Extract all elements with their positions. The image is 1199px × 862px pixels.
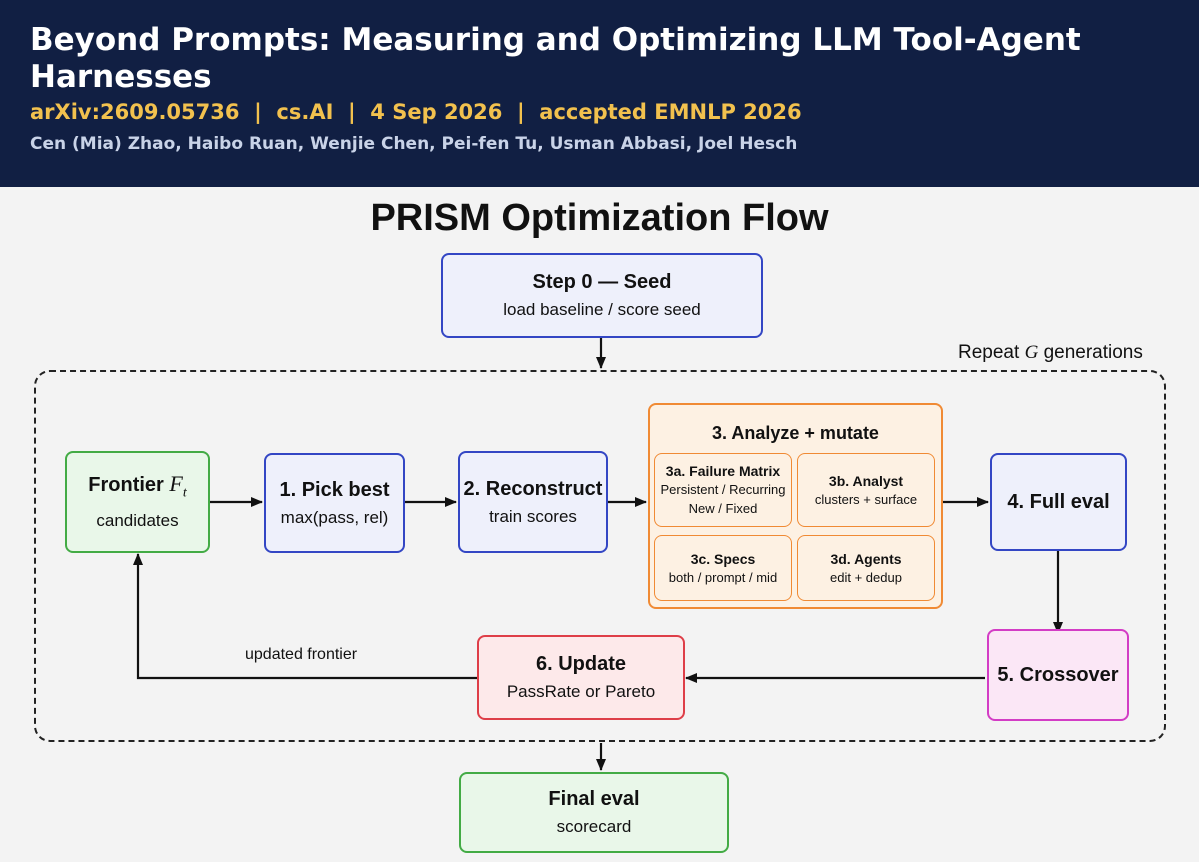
final-eval-node: Final eval scorecard	[459, 772, 729, 853]
analyze-mutate-title: 3. Analyze + mutate	[712, 423, 879, 443]
failure-matrix-title: 3a. Failure Matrix	[665, 463, 781, 479]
paper-authors: Cen (Mia) Zhao, Haibo Ruan, Wenjie Chen,…	[30, 134, 798, 154]
paper-header: Beyond Prompts: Measuring and Optimizing…	[0, 0, 1199, 187]
crossover-node: 5. Crossover	[987, 629, 1129, 721]
frontier-var: Ft	[169, 470, 186, 500]
frontier-title: Frontier Ft	[88, 471, 186, 506]
reconstruct-num: 2.	[463, 477, 481, 500]
frontier-var-letter: F	[169, 470, 183, 496]
agents-box: 3d. Agents edit + dedup	[797, 535, 935, 601]
frontier-node: Frontier Ft candidates	[65, 451, 210, 553]
seed-title: Step 0 — Seed	[532, 271, 672, 293]
pick-best-subtitle: max(pass, rel)	[280, 507, 389, 527]
final-eval-subtitle: scorecard	[556, 817, 632, 836]
repeat-var: G	[1024, 342, 1039, 363]
failure-matrix-line2: New / Fixed	[688, 501, 758, 516]
failure-matrix-box: 3a. Failure Matrix Persistent / Recurrin…	[654, 453, 792, 527]
specs-title: 3c. Specs	[690, 550, 756, 567]
final-eval-title: Final eval	[548, 788, 640, 810]
update-title: 6. Update	[535, 653, 627, 675]
flow-figure: PRISM Optimization Flow Repeat G generat…	[0, 187, 1199, 862]
paper-meta: arXiv:2609.05736 | cs.AI | 4 Sep 2026 | …	[30, 100, 802, 124]
update-subtitle: PassRate or Pareto	[506, 682, 656, 701]
agents-title: 3d. Agents	[830, 550, 902, 567]
full-eval-title: 4. Full eval	[1007, 491, 1110, 513]
full-eval-node: 4. Full eval	[990, 453, 1127, 551]
specs-box: 3c. Specs both / prompt / mid	[654, 535, 792, 601]
pick-best-node: 1. Pick best max(pass, rel)	[264, 453, 405, 553]
analyst-box: 3b. Analyst clusters + surface	[797, 453, 935, 527]
seed-subtitle: load baseline / score seed	[503, 300, 701, 319]
arrow-update-to-frontier	[133, 553, 477, 680]
pick-best-num: 1.	[279, 478, 297, 501]
repeat-loop-box	[34, 370, 1166, 742]
agents-subtitle: edit + dedup	[830, 569, 902, 585]
reconstruct-node: 2. Reconstruct train scores	[458, 451, 608, 553]
update-node: 6. Update PassRate or Pareto	[477, 635, 685, 720]
failure-matrix-line1: Persistent / Recurring	[660, 482, 786, 497]
pick-best-title: 1. Pick best	[279, 477, 389, 503]
analyst-subtitle: clusters + surface	[814, 491, 918, 507]
specs-subtitle: both / prompt / mid	[668, 569, 778, 585]
frontier-subtitle: candidates	[96, 511, 179, 531]
reconstruct-title: 2. Reconstruct	[464, 476, 603, 502]
repeat-prefix: Repeat	[958, 342, 1020, 363]
pick-best-label: Pick best	[301, 478, 390, 501]
repeat-suffix: generations	[1043, 342, 1143, 363]
frontier-title-prefix: Frontier	[88, 473, 164, 496]
updated-frontier-label: updated frontier	[245, 646, 358, 663]
repeat-label: Repeat G generations	[958, 342, 1143, 364]
figure-title: PRISM Optimization Flow	[370, 197, 829, 239]
paper-title: Beyond Prompts: Measuring and Optimizing…	[30, 22, 1081, 95]
seed-node: Step 0 — Seed load baseline / score seed	[441, 253, 763, 338]
flow-arrows	[133, 338, 1063, 771]
analyst-title: 3b. Analyst	[828, 472, 904, 489]
reconstruct-label: Reconstruct	[485, 477, 603, 500]
crossover-title: 5. Crossover	[997, 664, 1119, 686]
reconstruct-subtitle: train scores	[489, 506, 577, 526]
frontier-var-subscript: t	[182, 485, 187, 501]
